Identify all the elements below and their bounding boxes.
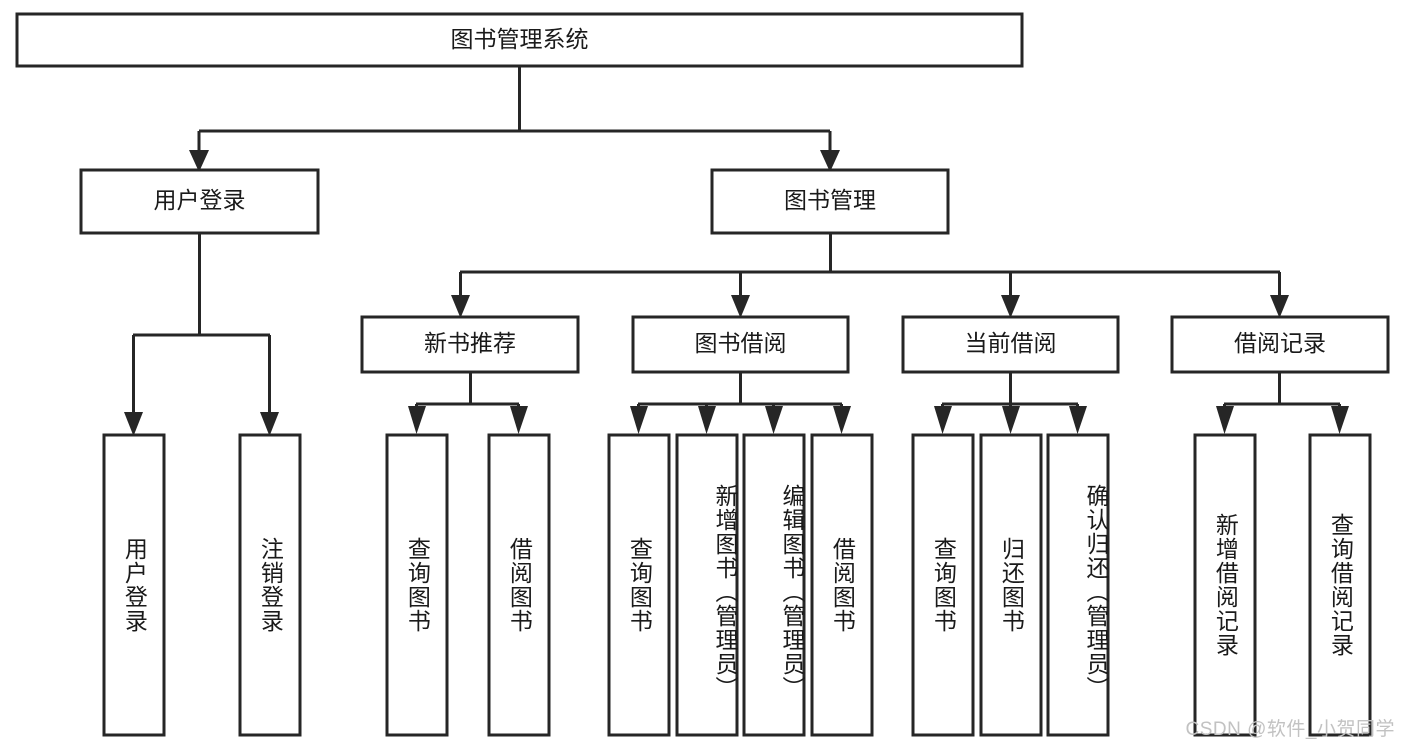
arrow-head-user-login (189, 150, 209, 172)
connector-layer (124, 66, 1349, 436)
arrow-head-leaf-return-book (1002, 406, 1020, 434)
node-user-login-label: 用户登录 (154, 187, 246, 213)
node-leaf-query-book-2[interactable] (607, 433, 671, 737)
node-book-borrow-label: 图书借阅 (695, 330, 787, 356)
node-root[interactable] (15, 12, 1024, 68)
node-leaf-user-login[interactable] (102, 433, 166, 737)
arrow-head-book-borrow (731, 295, 750, 318)
arrow-head-leaf-add-record (1216, 406, 1234, 434)
node-leaf-borrow-book-1[interactable] (487, 433, 551, 737)
node-root-label: 图书管理系统 (451, 26, 589, 52)
node-leaf-query-record[interactable] (1308, 433, 1372, 737)
node-borrow-record-label: 借阅记录 (1234, 330, 1326, 356)
node-leaf-add-record[interactable] (1193, 433, 1257, 737)
node-leaf-logout[interactable] (238, 433, 302, 737)
arrow-head-current-borrow (1001, 295, 1020, 318)
arrow-head-leaf-borrow-book-2 (833, 406, 851, 434)
node-leaf-edit-book[interactable] (742, 433, 806, 737)
node-book-borrow[interactable] (631, 315, 850, 374)
node-new-book-rec[interactable] (360, 315, 580, 374)
node-borrow-record[interactable] (1170, 315, 1390, 374)
arrow-head-leaf-user-login (124, 412, 143, 436)
arrow-head-leaf-edit-book (765, 406, 783, 434)
node-new-book-rec-label: 新书推荐 (424, 330, 516, 356)
arrow-head-leaf-query-book-2 (630, 406, 648, 434)
arrow-head-leaf-borrow-book-1 (510, 406, 528, 434)
arrow-head-new-book-rec (451, 295, 470, 318)
node-leaf-query-book-3[interactable] (911, 433, 975, 737)
node-book-manage-label: 图书管理 (784, 187, 876, 213)
node-current-borrow[interactable] (901, 315, 1120, 374)
node-leaf-query-book-1[interactable] (385, 433, 449, 737)
arrow-head-leaf-logout (260, 412, 279, 436)
arrow-head-book-manage (820, 150, 840, 172)
arrow-head-leaf-query-book-3 (934, 406, 952, 434)
node-current-borrow-label: 当前借阅 (965, 330, 1057, 356)
arrow-head-leaf-add-book (698, 406, 716, 434)
arrow-head-leaf-query-record (1331, 406, 1349, 434)
arrow-head-borrow-record (1270, 295, 1289, 318)
arrow-head-leaf-confirm-return (1069, 406, 1087, 434)
node-leaf-return-book[interactable] (979, 433, 1043, 737)
node-user-login[interactable] (79, 168, 320, 235)
arrow-head-leaf-query-book-1 (408, 406, 426, 434)
node-leaf-confirm-return[interactable] (1046, 433, 1110, 737)
node-book-manage[interactable] (710, 168, 950, 235)
watermark-text: CSDN @软件_小贺同学 (1185, 719, 1395, 740)
node-leaf-add-book[interactable] (675, 433, 739, 737)
node-leaf-borrow-book-2[interactable] (810, 433, 874, 737)
label-layer-horizontal: 图书管理系统 用户登录 图书管理 新书推荐 图书借阅 当前借阅 借阅记录 (154, 26, 1327, 356)
node-layer (15, 12, 1390, 737)
